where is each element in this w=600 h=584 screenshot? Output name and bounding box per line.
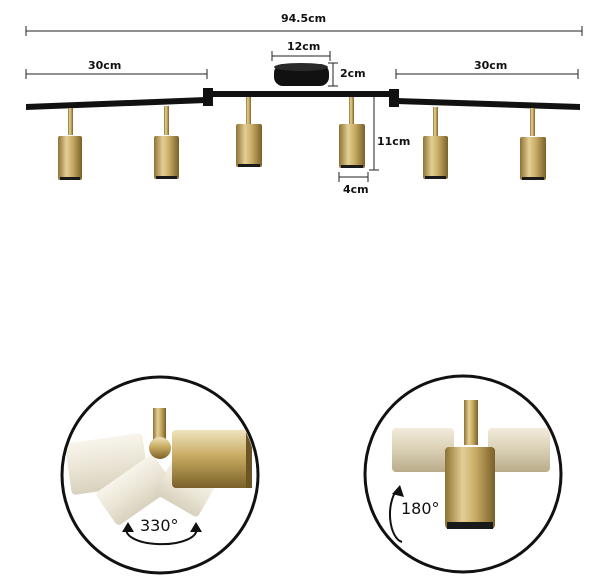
canopy-width-label: 12cm	[287, 40, 321, 53]
ceiling-canopy	[274, 63, 329, 86]
vertical-rotation-detail	[363, 374, 563, 574]
spot-height-label: 11cm	[377, 135, 411, 148]
total-width-label: 94.5cm	[281, 12, 327, 25]
spotlight-2	[154, 106, 179, 179]
spotlight-3	[236, 97, 262, 167]
right-arm-label: 30cm	[474, 59, 508, 72]
left-arm-label: 30cm	[88, 59, 122, 72]
spotlight-1	[58, 108, 82, 180]
spotlight-5	[423, 107, 448, 179]
spotlight-6	[520, 108, 546, 180]
spotlight-4	[339, 97, 365, 168]
ghost-lamp-left	[65, 433, 215, 525]
ghost-lamp-left	[392, 428, 454, 472]
horizontal-rotation-label: 330°	[140, 516, 179, 535]
horizontal-rotation-detail	[60, 375, 260, 575]
track-bar	[26, 88, 580, 110]
spot-diameter-label: 4cm	[343, 183, 369, 196]
dimension-lines	[25, 26, 583, 182]
vertical-rotation-label: 180°	[401, 499, 440, 518]
canopy-height-label: 2cm	[340, 67, 366, 80]
ghost-lamp-right	[488, 428, 550, 472]
